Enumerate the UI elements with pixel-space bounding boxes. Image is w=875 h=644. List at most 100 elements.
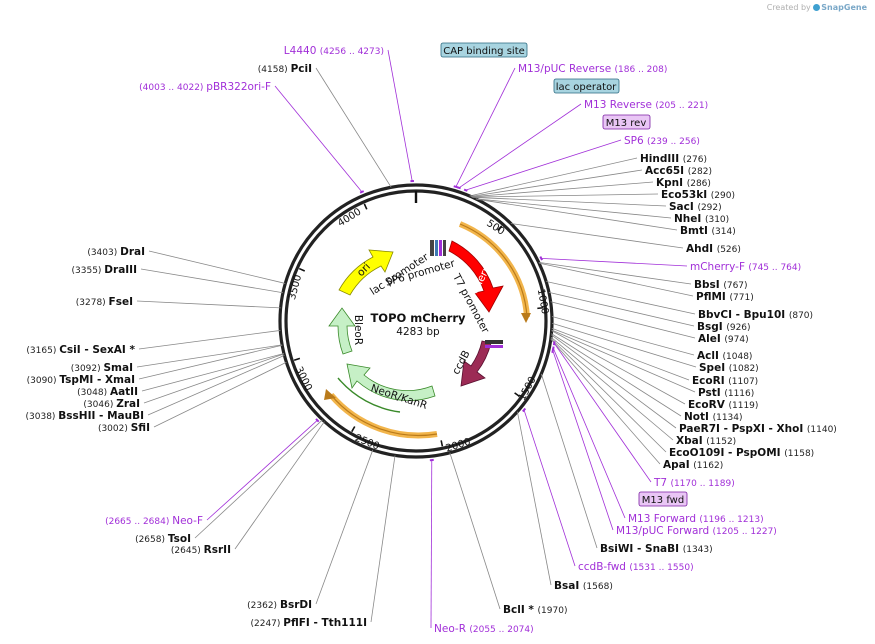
cap-binding-site-box[interactable]: CAP binding site [440,42,528,58]
enzyme-tspmi-xmai[interactable]: (3090) TspMI - XmaI [27,374,135,386]
ring-tick-500 [497,225,503,231]
m13-fwd-box[interactable]: M13 fwd [638,491,688,507]
lac-operator-label: lac operator [556,82,617,93]
primer-m13-reverse[interactable]: M13 Reverse (205 .. 221) [584,99,708,111]
enzyme-bsshii-maubi[interactable]: (3038) BssHII - MauBI [26,410,145,422]
primer-mcherry-f[interactable]: mCherry-F (745 .. 764) [690,261,801,273]
enzyme-label: (3038) BssHII - MauBI [26,410,145,422]
enzyme-pflfi-tth111i[interactable]: (2247) PflFI - Tth111I [250,617,367,629]
ring-tick-1000 [537,306,544,310]
enzyme-drai[interactable]: (3403) DraI [87,246,145,258]
enzyme-bsgi[interactable]: BsgI (926) [697,321,751,333]
enzyme-xbai[interactable]: XbaI (1152) [676,435,736,447]
enzyme-position: (3048) [77,388,110,398]
primer-m13-forward[interactable]: M13 Forward (1196 .. 1213) [628,513,764,525]
enzyme-psti[interactable]: PstI (1116) [698,387,754,399]
enzyme-bsai[interactable]: BsaI (1568) [554,580,613,592]
enzyme-label: (3092) SmaI [71,362,133,374]
enzyme-acc65i[interactable]: Acc65I (282) [645,165,712,177]
enzyme-name: AleI [698,333,724,345]
primer-l4440[interactable]: L4440 (4256 .. 4273) [284,45,384,57]
enzyme-alei[interactable]: AleI (974) [698,333,749,345]
enzyme-name: BbsI [694,279,723,291]
primer-t7[interactable]: T7 (1170 .. 1189) [653,477,735,489]
enzyme-saci[interactable]: SacI (292) [669,201,722,213]
enzyme-paer7i-pspxi-xhoi[interactable]: PaeR7I - PspXI - XhoI (1140) [679,423,837,435]
primer-m13-puc-reverse[interactable]: M13/pUC Reverse (186 .. 208) [518,63,667,75]
enzyme-label: Acc65I (282) [645,165,712,177]
enzyme-bsrdi[interactable]: (2362) BsrDI [247,599,312,611]
enzyme-rsrii[interactable]: (2645) RsrII [171,544,231,556]
enzyme-noti[interactable]: NotI (1134) [684,411,743,423]
enzyme-leader [138,330,281,350]
lac-operator-box[interactable]: lac operator [553,78,620,94]
enzyme-eco53ki[interactable]: Eco53kI (290) [661,189,735,201]
enzyme-label: (3090) TspMI - XmaI [27,374,135,386]
primer-ccdb-fwd[interactable]: ccdB-fwd (1531 .. 1550) [578,561,694,573]
enzyme-hindiii[interactable]: HindIII (276) [640,153,707,165]
primer-mark [522,407,527,413]
enzyme-name: DraIII [104,264,137,276]
enzyme-kpni[interactable]: KpnI (286) [656,177,711,189]
primer-m13-puc-forward[interactable]: M13/pUC Forward (1205 .. 1227) [616,525,777,537]
enzyme-label: EcoRI (1107) [692,375,758,387]
enzyme-bcli[interactable]: BclI * (1970) [503,604,567,616]
enzyme-label: (3278) FseI [76,296,133,308]
enzyme-bsiwi-snabi[interactable]: BsiWI - SnaBI (1343) [600,543,713,555]
primer-neo-r[interactable]: Neo-R (2055 .. 2074) [434,623,534,635]
bleor-feature[interactable] [328,307,356,355]
enzyme-leader [136,300,281,309]
enzyme-position: (767) [723,281,747,291]
enzyme-ahdi[interactable]: AhdI (526) [686,243,741,255]
enzyme-bbvci-bpu10i[interactable]: BbvCI - Bpu10I (870) [698,309,813,321]
enzyme-position: (1162) [693,461,723,471]
m13-rev-box[interactable]: M13 rev [602,114,651,130]
mcherry-feature[interactable] [448,240,504,313]
enzyme-smai[interactable]: (3092) SmaI [71,362,133,374]
primer-leader [274,85,363,193]
enzyme-pcii[interactable]: (4158) PciI [258,63,312,75]
enzyme-ecorv[interactable]: EcoRV (1119) [688,399,758,411]
neor-feature[interactable] [346,363,436,401]
enzyme-zrai[interactable]: (3046) ZraI [83,398,140,410]
enzyme-ecori[interactable]: EcoRI (1107) [692,375,758,387]
enzyme-leader [476,198,678,231]
ori-feature[interactable] [338,249,394,296]
primer-range: (1170 .. 1189) [670,479,734,489]
primer-leader [465,139,622,191]
enzyme-draiii[interactable]: (3355) DraIII [72,264,138,276]
primer-range: (4003 .. 4022) [139,83,206,93]
snapgene-credit: Created by SnapGene [767,3,867,12]
enzyme-apai[interactable]: ApaI (1162) [663,459,723,471]
primer-mark [463,188,468,192]
enzyme-name: Eco53kI [661,189,711,201]
primer-range: (1205 .. 1227) [713,527,777,537]
enzyme-label: (3355) DraIII [72,264,138,276]
enzyme-bbsi[interactable]: BbsI (767) [694,279,748,291]
primer-neo-f[interactable]: (2665 .. 2684) Neo-F [105,515,203,527]
enzyme-pflmi[interactable]: PflMI (771) [696,291,754,303]
enzyme-aatii[interactable]: (3048) AatII [77,386,138,398]
enzyme-name: TspMI - XmaI [59,374,135,386]
ccdb-feature[interactable] [460,340,492,387]
enzyme-label: PaeR7I - PspXI - XhoI (1140) [679,423,837,435]
enzyme-label: SpeI (1082) [699,362,759,374]
enzyme-csii-sexai[interactable]: (3165) CsiI - SexAI * [26,344,135,356]
enzyme-bmti[interactable]: BmtI (314) [680,225,736,237]
enzyme-acli[interactable]: AclI (1048) [697,350,752,362]
enzyme-label: EcoO109I - PspOMI (1158) [669,447,814,459]
enzyme-nhei[interactable]: NheI (310) [674,213,729,225]
primer-pbr322ori-f[interactable]: (4003 .. 4022) pBR322ori-F [139,81,271,93]
enzyme-sfii[interactable]: (3002) SfiI [98,422,150,434]
enzyme-ecoo109i-pspomi[interactable]: EcoO109I - PspOMI (1158) [669,447,814,459]
enzyme-spei[interactable]: SpeI (1082) [699,362,759,374]
enzyme-fsei[interactable]: (3278) FseI [76,296,133,308]
enzyme-label: Eco53kI (290) [661,189,735,201]
primer-sp6[interactable]: SP6 (239 .. 256) [624,135,700,147]
enzyme-name: BsaI [554,580,583,592]
enzyme-label: HindIII (276) [640,153,707,165]
enzyme-position: (3046) [83,400,116,410]
primer-name: ccdB-fwd [578,561,629,573]
enzyme-position: (4158) [258,65,291,75]
enzyme-tsoi[interactable]: (2658) TsoI [135,533,191,545]
